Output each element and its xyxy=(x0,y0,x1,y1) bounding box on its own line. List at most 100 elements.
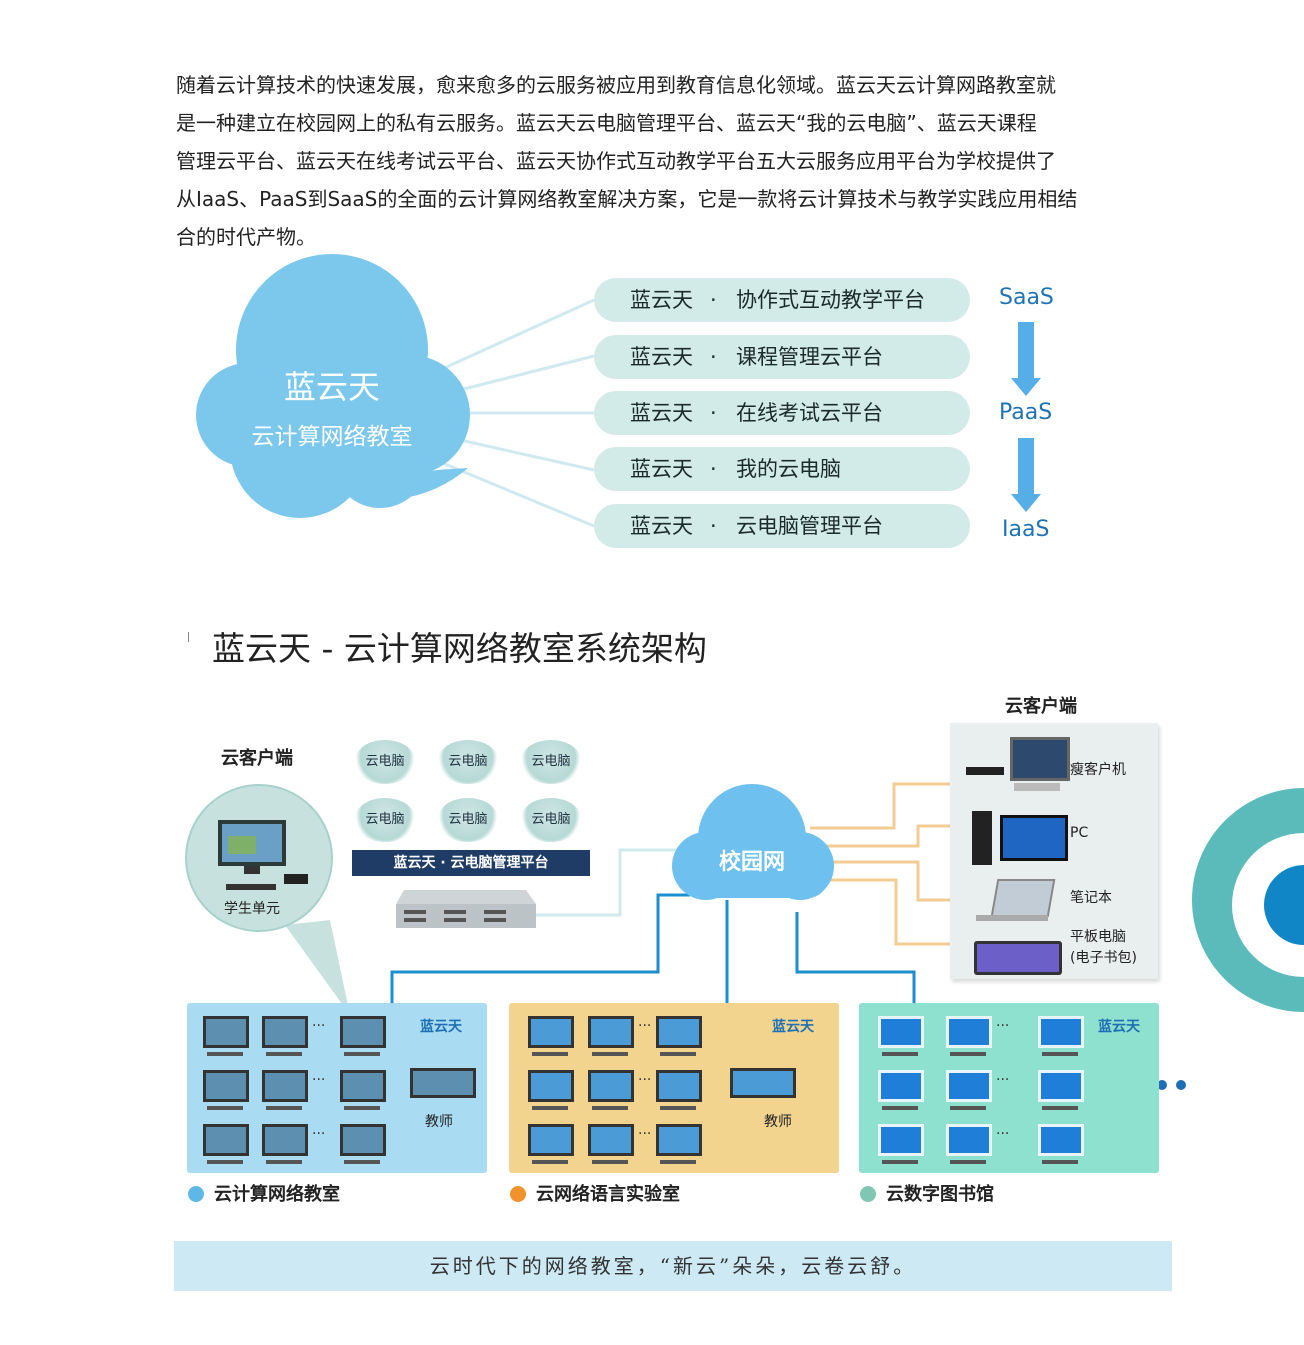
laptop-screen-icon xyxy=(990,879,1056,917)
ellipsis: ··· xyxy=(996,1018,1010,1034)
keyboard-icon xyxy=(592,1052,628,1056)
keyboard-icon xyxy=(882,1052,918,1056)
campus-cloud-icon xyxy=(672,784,834,900)
computer-icon xyxy=(946,1016,992,1048)
teacher-label: 教师 xyxy=(764,1114,792,1130)
virtual-pc-cloud: 云电脑 xyxy=(354,740,416,784)
computer-icon xyxy=(656,1070,702,1102)
footer-slogan: 云时代下的网络教室，“新云”朵朵，云卷云舒。 xyxy=(174,1241,1172,1291)
campus-net-label: 校园网 xyxy=(718,850,785,875)
keyboard-icon xyxy=(532,1106,568,1110)
pc-monitor-icon xyxy=(1000,815,1068,861)
pc-tower-icon xyxy=(972,811,992,865)
teacher-computer-icon xyxy=(410,1068,476,1098)
computer-icon xyxy=(588,1124,634,1156)
pill-brand: 蓝云天 xyxy=(630,514,693,538)
pill-name: 协作式互动教学平台 xyxy=(736,288,925,312)
computer-icon xyxy=(656,1016,702,1048)
computer-icon xyxy=(946,1070,992,1102)
thin-client-monitor-icon xyxy=(1010,737,1070,781)
pill-brand: 蓝云天 xyxy=(630,401,693,425)
computer-icon xyxy=(528,1016,574,1048)
computer-icon xyxy=(1038,1016,1084,1048)
ellipsis: ··· xyxy=(638,1072,652,1088)
keyboard-icon xyxy=(266,1106,302,1110)
virtual-pc-cloud: 云电脑 xyxy=(437,740,499,784)
virtual-pc-cloud: 云电脑 xyxy=(520,740,582,784)
intro-paragraph: 随着云计算技术的快速发展，愈来愈多的云服务被应用到教育信息化领域。蓝云天云计算网… xyxy=(176,66,1121,256)
platform-pill-course: 蓝云天 · 课程管理云平台 xyxy=(594,335,970,379)
keyboard-icon xyxy=(266,1052,302,1056)
computer-icon xyxy=(656,1124,702,1156)
computer-icon xyxy=(340,1124,386,1156)
pill-brand: 蓝云天 xyxy=(630,345,693,369)
tier-saas: SaaS xyxy=(999,285,1054,310)
keyboard-icon xyxy=(660,1052,696,1056)
virtual-pc-label: 云电脑 xyxy=(365,812,405,827)
keyboard-icon xyxy=(532,1052,568,1056)
room-logo: 蓝云天 xyxy=(772,1019,814,1035)
computer-icon xyxy=(340,1016,386,1048)
virtual-pc-label: 云电脑 xyxy=(531,754,571,769)
platform-pill-collaborative: 蓝云天 · 协作式互动教学平台 xyxy=(594,278,970,322)
intro-line: 管理云平台、蓝云天在线考试云平台、蓝云天协作式互动教学平台五大云服务应用平台为学… xyxy=(176,149,1056,173)
computer-icon xyxy=(588,1070,634,1102)
section-title: 蓝云天 - 云计算网络教室系统架构 xyxy=(212,629,707,668)
cloud-title: 蓝云天 xyxy=(283,368,380,406)
keyboard-icon xyxy=(1042,1052,1078,1056)
device-tablet: 平板电脑 xyxy=(1070,929,1126,945)
ellipsis: ··· xyxy=(638,1126,652,1142)
computer-icon xyxy=(528,1124,574,1156)
room-logo: 蓝云天 xyxy=(420,1019,462,1035)
pill-separator: · xyxy=(710,345,717,369)
room-legend-classroom: 云计算网络教室 xyxy=(188,1180,340,1206)
intro-line: 是一种建立在校园网上的私有云服务。蓝云天云电脑管理平台、蓝云天“我的云电脑”、蓝… xyxy=(176,111,1037,135)
keyboard-icon xyxy=(1042,1106,1078,1110)
keyboard-icon xyxy=(882,1106,918,1110)
pill-brand: 蓝云天 xyxy=(630,457,693,481)
keyboard-icon xyxy=(532,1160,568,1164)
keyboard-icon xyxy=(344,1106,380,1110)
intro-line: 合的时代产物。 xyxy=(176,225,316,249)
decorative-cloud-icon xyxy=(1192,788,1304,1012)
computer-icon xyxy=(588,1016,634,1048)
keyboard-icon xyxy=(207,1106,243,1110)
right-client-label: 云客户端 xyxy=(1005,696,1077,717)
thin-client-box-icon xyxy=(966,767,1004,775)
pill-name: 课程管理云平台 xyxy=(736,345,883,369)
keyboard-icon xyxy=(344,1052,380,1056)
computer-icon xyxy=(203,1124,249,1156)
tier-arrows xyxy=(1011,322,1041,512)
computer-icon xyxy=(1038,1070,1084,1102)
keyboard-icon xyxy=(592,1160,628,1164)
computer-icon xyxy=(203,1016,249,1048)
ellipsis: ··· xyxy=(312,1018,326,1034)
legend-bullet xyxy=(510,1186,526,1202)
legend-bullet xyxy=(860,1186,876,1202)
laptop-base-icon xyxy=(976,915,1048,921)
keyboard-icon xyxy=(882,1160,918,1164)
computer-icon xyxy=(878,1016,924,1048)
pill-separator: · xyxy=(710,514,717,538)
ellipsis: ··· xyxy=(312,1072,326,1088)
platform-bar: 蓝云天 · 云电脑管理平台 xyxy=(352,850,590,876)
keyboard-icon xyxy=(207,1160,243,1164)
tier-iaas: IaaS xyxy=(1002,517,1050,542)
cloud-subtitle: 云计算网络教室 xyxy=(251,424,413,450)
computer-icon xyxy=(262,1016,308,1048)
virtual-pc-cloud: 云电脑 xyxy=(437,798,499,842)
pill-separator: · xyxy=(710,457,717,481)
left-client-label: 云客户端 xyxy=(221,748,293,769)
virtual-pc-label: 云电脑 xyxy=(448,812,488,827)
pill-separator: · xyxy=(710,288,717,312)
ellipsis: ··· xyxy=(996,1126,1010,1142)
platform-pill-exam: 蓝云天 · 在线考试云平台 xyxy=(594,391,970,435)
computer-icon xyxy=(262,1070,308,1102)
computer-icon xyxy=(528,1070,574,1102)
device-ebook-bag: (电子书包) xyxy=(1070,950,1137,966)
device-thin-client: 瘦客户机 xyxy=(1070,762,1126,778)
virtual-pc-cloud: 云电脑 xyxy=(354,798,416,842)
big-cloud-icon xyxy=(196,254,470,518)
room-legend-library: 云数字图书馆 xyxy=(860,1180,994,1206)
